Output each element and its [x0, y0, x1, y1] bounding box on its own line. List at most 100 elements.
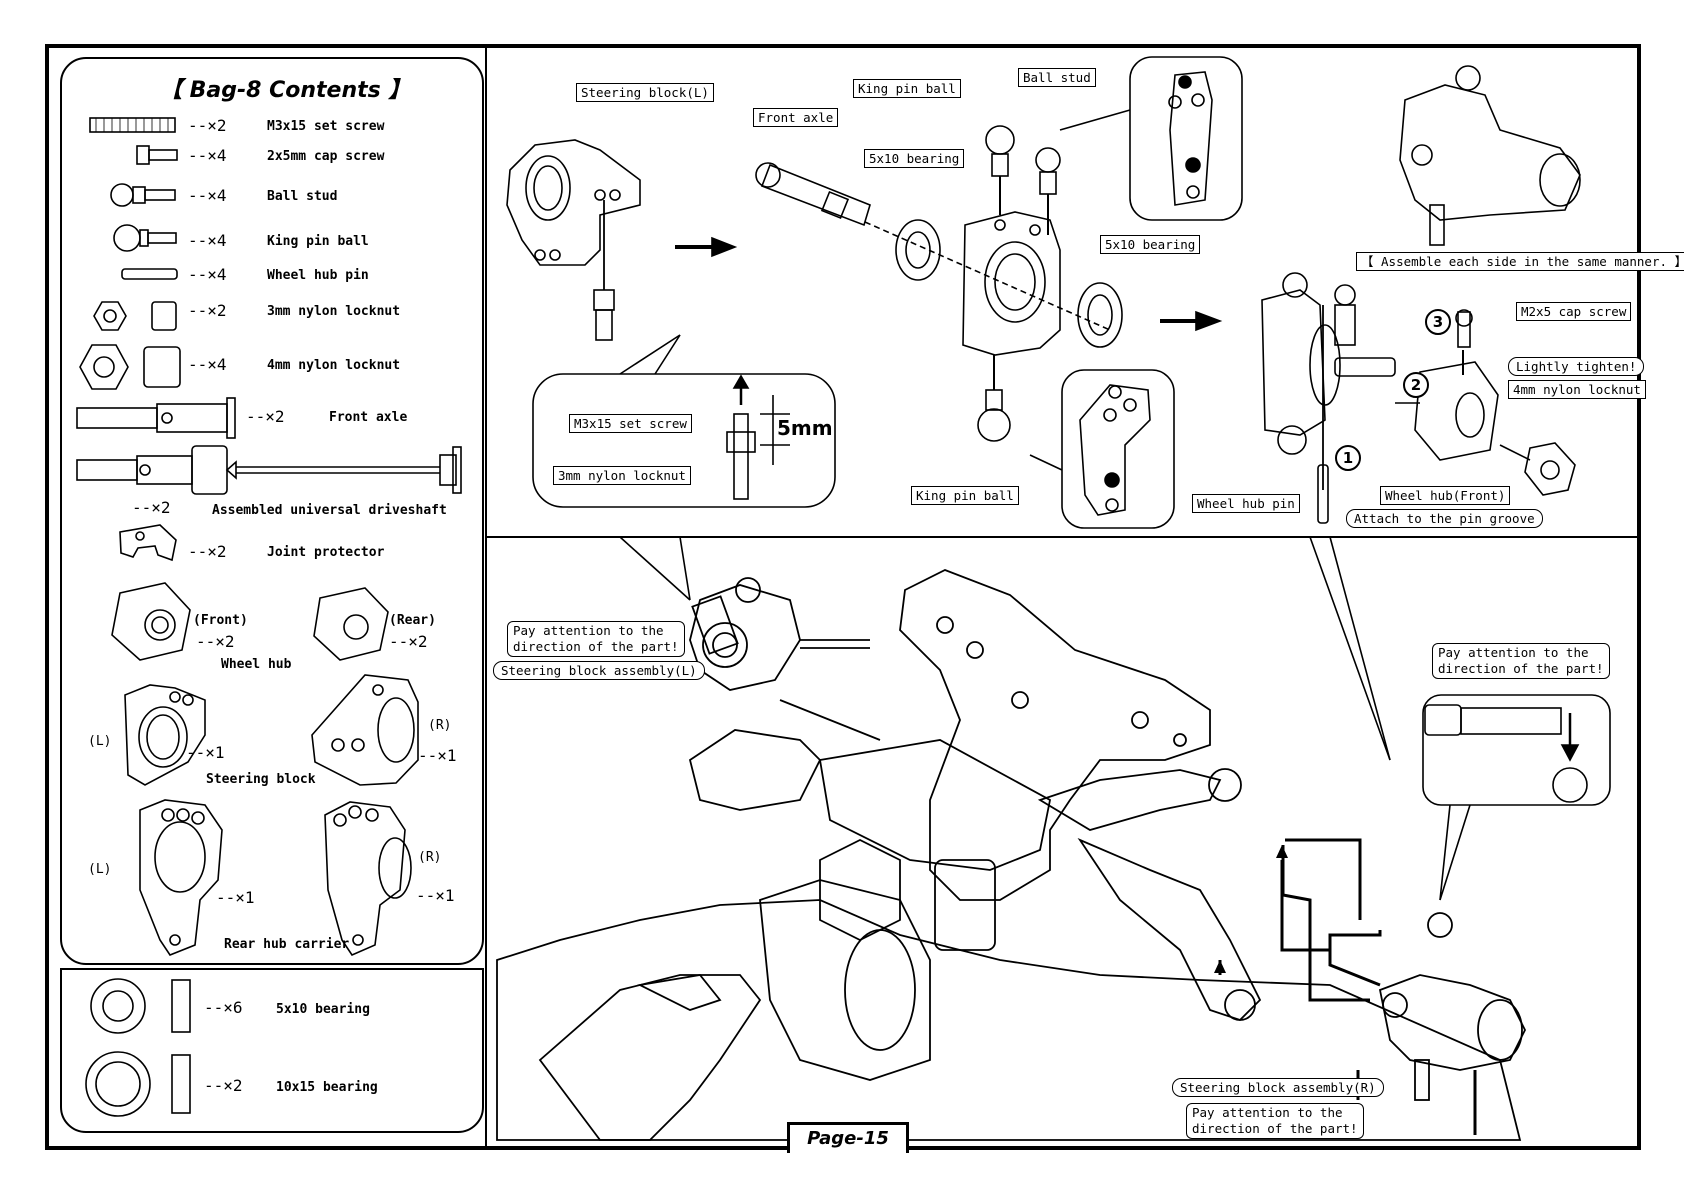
- king-pin-ball-icon: [113, 224, 177, 252]
- detail-bubble-top: [1059, 56, 1243, 221]
- locknut-drawing: [1524, 442, 1576, 496]
- tag-wheel-hub-pin: Wheel hub pin: [1192, 494, 1300, 513]
- name-locknut-3mm: 3mm nylon locknut: [267, 304, 401, 319]
- attention-note-3: Pay attention to the direction of the pa…: [1186, 1103, 1364, 1139]
- steering-block-center: [962, 211, 1061, 356]
- bearing-panel: [60, 968, 484, 1133]
- name-king-pin-ball: King pin ball: [267, 234, 369, 249]
- attention-note-2: Pay attention to the direction of the pa…: [1432, 643, 1610, 679]
- joint-protector-icon: [119, 524, 177, 562]
- steering-block-l-icon: [124, 684, 206, 786]
- qty-driveshaft: --×2: [132, 498, 171, 517]
- steering-block-r-icon: [311, 674, 419, 786]
- tag-pin-groove: Attach to the pin groove: [1346, 509, 1543, 528]
- wheel-hub-pin-icon: [121, 268, 178, 280]
- tag-steering-assembly-l: Steering block assembly(L): [493, 661, 705, 680]
- qty-front-axle: --×2: [246, 407, 285, 426]
- steering-block-name: Steering block: [206, 772, 316, 787]
- wheel-hub-rear-label: (Rear): [389, 613, 436, 628]
- qty-joint-protector: --×2: [188, 542, 227, 561]
- front-axle-icon: [76, 397, 236, 439]
- name-front-axle: Front axle: [329, 410, 408, 425]
- detail-bubble-bottom: [1029, 369, 1175, 529]
- qty-bearing-5x10: --×6: [204, 998, 243, 1017]
- qty-locknut-4mm: --×4: [188, 355, 227, 374]
- name-set-screw: M3x15 set screw: [267, 119, 385, 134]
- wheel-hub-front-qty: --×2: [196, 632, 235, 651]
- name-cap-screw: 2x5mm cap screw: [267, 149, 385, 164]
- ball-stud-top: [1035, 147, 1061, 235]
- assembled-steering-preview: [1399, 65, 1581, 246]
- qty-wheel-hub-pin: --×4: [188, 265, 227, 284]
- king-pin-ball-bottom: [977, 355, 1011, 442]
- step-3-marker: 3: [1425, 309, 1451, 335]
- qty-king-pin-ball: --×4: [188, 231, 227, 250]
- name-driveshaft: Assembled universal driveshaft: [212, 503, 447, 518]
- tag-bearing-b: 5x10 bearing: [1100, 235, 1201, 254]
- set-screw-drawing: [593, 289, 615, 341]
- name-bearing-10x15: 10x15 bearing: [276, 1080, 378, 1095]
- tag-locknut-4mm: 4mm nylon locknut: [1508, 380, 1646, 399]
- bearing-drawing-b: [1077, 282, 1123, 348]
- tag-steering-assembly-r: Steering block assembly(R): [1172, 1078, 1384, 1097]
- tag-king-pin-ball-top: King pin ball: [853, 79, 961, 98]
- tag-locknut-3mm: 3mm nylon locknut: [553, 466, 691, 485]
- bearing-10x15-icon: [85, 1051, 191, 1117]
- rear-hub-right-label: (R): [418, 850, 442, 865]
- rear-hub-r-icon: [324, 801, 412, 957]
- steering-block-left-label: (L): [88, 734, 112, 749]
- steering-block-l-drawing: [506, 139, 641, 266]
- page-number: Page-15: [787, 1122, 909, 1153]
- locknut-4mm-icon: [79, 344, 181, 390]
- bag-contents-panel: [60, 57, 484, 965]
- tag-steering-block-l: Steering block(L): [576, 83, 714, 102]
- wheel-hub-rear-icon: [313, 587, 389, 661]
- bearing-drawing-a: [895, 219, 941, 281]
- name-locknut-4mm: 4mm nylon locknut: [267, 358, 401, 373]
- rear-hub-l-icon: [139, 799, 223, 956]
- name-ball-stud: Ball stud: [267, 189, 338, 204]
- steering-assembly-step: [1261, 272, 1396, 455]
- steering-block-left-qty: --×1: [186, 743, 225, 762]
- attention-note-1: Pay attention to the direction of the pa…: [507, 621, 685, 657]
- tag-cap-screw: M2x5 cap screw: [1516, 302, 1632, 321]
- step-2-marker: 2: [1403, 372, 1429, 398]
- tag-wheel-hub-front: Wheel hub(Front): [1380, 486, 1511, 505]
- tag-bearing-a: 5x10 bearing: [864, 149, 965, 168]
- cap-screw-icon: [136, 145, 178, 165]
- tag-lightly-tighten: Lightly tighten!: [1508, 357, 1645, 376]
- rear-hub-left-qty: --×1: [216, 888, 255, 907]
- qty-locknut-3mm: --×2: [188, 301, 227, 320]
- steering-block-right-label: (R): [428, 718, 452, 733]
- tag-ball-stud: Ball stud: [1018, 68, 1096, 87]
- name-wheel-hub-pin: Wheel hub pin: [267, 268, 369, 283]
- qty-cap-screw: --×4: [188, 146, 227, 165]
- wheel-hub-rear-qty: --×2: [389, 632, 428, 651]
- bag-title: 【 Bag-8 Contents 】: [160, 78, 411, 103]
- wheel-hub-pin-drawing: [1317, 464, 1329, 524]
- ball-stud-icon: [110, 183, 176, 207]
- wheel-hub-name: Wheel hub: [221, 657, 292, 672]
- bearing-5x10-icon: [90, 978, 191, 1034]
- set-screw-icon: [89, 117, 176, 133]
- attention-detail-bubble: [1422, 694, 1611, 901]
- driveshaft-icon: [76, 445, 462, 495]
- rear-hub-right-qty: --×1: [416, 886, 455, 905]
- qty-ball-stud: --×4: [188, 186, 227, 205]
- qty-bearing-10x15: --×2: [204, 1076, 243, 1095]
- dimension-label: 5mm: [777, 416, 833, 440]
- name-bearing-5x10: 5x10 bearing: [276, 1002, 370, 1017]
- front-axle-drawing: [755, 162, 871, 227]
- set-screw-detail: [532, 334, 836, 508]
- steering-block-right-qty: --×1: [418, 746, 457, 765]
- wheel-hub-drawing: [1414, 361, 1499, 461]
- locknut-3mm-icon: [93, 301, 177, 331]
- cap-screw-drawing: [1457, 311, 1471, 348]
- wheel-hub-front-icon: [111, 582, 191, 661]
- step-1-marker: 1: [1335, 445, 1361, 471]
- qty-set-screw: --×2: [188, 116, 227, 135]
- king-pin-ball-top: [985, 125, 1015, 215]
- assemble-note: 【 Assemble each side in the same manner.…: [1356, 252, 1684, 271]
- rear-hub-left-label: (L): [88, 862, 112, 877]
- tag-front-axle: Front axle: [753, 108, 839, 127]
